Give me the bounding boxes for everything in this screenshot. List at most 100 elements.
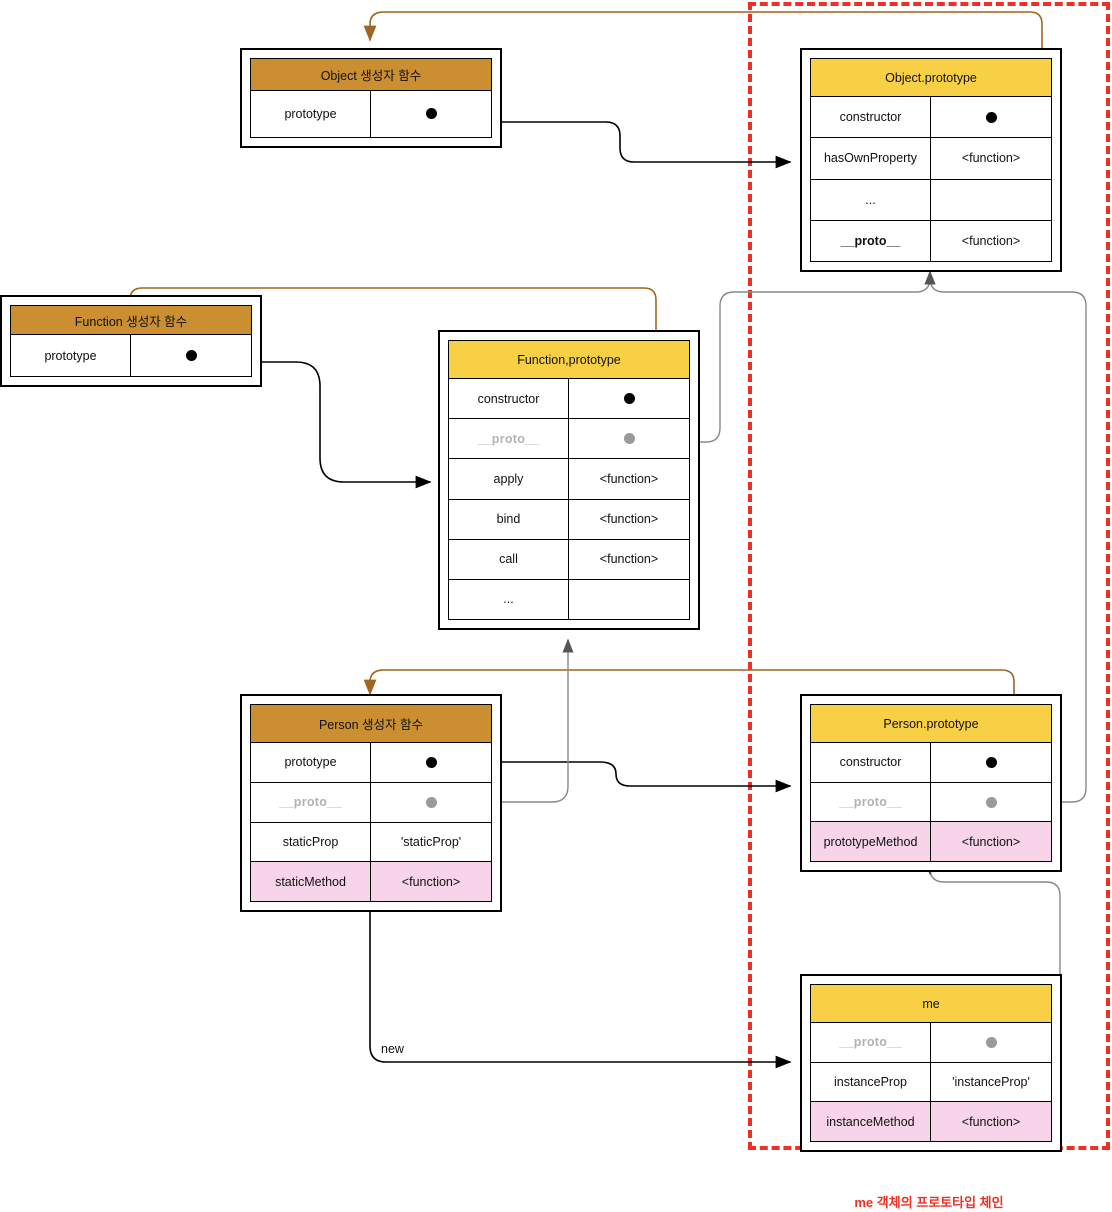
row-value (371, 91, 491, 137)
row-key: constructor (811, 743, 931, 782)
row-value (931, 743, 1051, 782)
object-constructor-title: Object 생성자 함수 (251, 59, 491, 91)
row-key: staticProp (251, 822, 371, 862)
table-row[interactable]: staticMethod <function> (251, 862, 491, 901)
gray-dot-icon (985, 1036, 997, 1048)
table-row[interactable]: __proto__ (251, 782, 491, 823)
table-row[interactable]: prototype (11, 335, 251, 376)
row-key: constructor (449, 379, 569, 419)
row-key: hasOwnProperty (811, 138, 931, 179)
table-row[interactable]: instanceProp 'instanceProp' (811, 1062, 1051, 1103)
table-row[interactable]: prototypeMethod <function> (811, 822, 1051, 862)
row-key: prototype (11, 335, 131, 376)
row-value: <function> (961, 834, 1021, 849)
row-value (931, 97, 1051, 137)
gray-dot-icon (425, 796, 437, 808)
row-value (569, 379, 689, 418)
row-key: staticMethod (251, 862, 371, 901)
row-value: <function> (961, 1114, 1021, 1129)
row-key: apply (449, 459, 569, 499)
row-key: prototype (251, 743, 371, 782)
black-dot-icon (623, 393, 635, 405)
person-constructor-title: Person 생성자 함수 (251, 705, 491, 743)
row-value: <function> (961, 233, 1021, 248)
box-object-constructor[interactable]: Object 생성자 함수 prototype (240, 48, 502, 148)
person-prototype-table: Person.prototype constructor __proto__ p… (810, 704, 1052, 862)
table-row[interactable]: __proto__ <function> (811, 220, 1051, 261)
box-person-constructor[interactable]: Person 생성자 함수 prototype __proto__ static… (240, 694, 502, 912)
row-key: __proto__ (811, 1023, 931, 1062)
object-prototype-title: Object.prototype (811, 59, 1051, 97)
black-dot-icon (425, 108, 437, 120)
box-person-prototype[interactable]: Person.prototype constructor __proto__ p… (800, 694, 1062, 872)
table-row[interactable]: constructor (449, 379, 689, 420)
object-prototype-table: Object.prototype constructor hasOwnPrope… (810, 58, 1052, 262)
me-instance-table: me __proto__ instanceProp 'instanceProp'… (810, 984, 1052, 1142)
row-key: instanceMethod (811, 1102, 931, 1142)
new-edge-label: new (378, 1042, 407, 1056)
box-me-instance[interactable]: me __proto__ instanceProp 'instanceProp'… (800, 974, 1062, 1152)
table-row[interactable]: instanceMethod <function> (811, 1102, 1051, 1142)
table-row[interactable]: staticProp 'staticProp' (251, 822, 491, 863)
gray-dot-icon (985, 796, 997, 808)
box-function-prototype[interactable]: Function,prototype constructor __proto__… (438, 330, 700, 630)
box-object-prototype[interactable]: Object.prototype constructor hasOwnPrope… (800, 48, 1062, 272)
person-prototype-title: Person.prototype (811, 705, 1051, 743)
row-key: __proto__ (251, 782, 371, 822)
row-key: prototypeMethod (811, 822, 931, 862)
table-row[interactable]: prototype (251, 743, 491, 783)
row-key: constructor (811, 97, 931, 138)
function-constructor-table: Function 생성자 함수 prototype (10, 305, 252, 377)
row-value (931, 180, 1051, 220)
table-row[interactable]: constructor (811, 97, 1051, 139)
row-value (931, 1023, 1051, 1062)
table-row[interactable]: __proto__ (811, 782, 1051, 823)
row-key: __proto__ (449, 419, 569, 459)
gray-dot-icon (623, 433, 635, 445)
black-dot-icon (185, 350, 197, 362)
table-row[interactable]: ... (449, 579, 689, 620)
row-key: bind (449, 499, 569, 539)
function-prototype-table: Function,prototype constructor __proto__… (448, 340, 690, 620)
row-value (931, 783, 1051, 822)
row-key: ... (449, 579, 569, 620)
row-value: <function> (599, 512, 659, 527)
row-value (371, 743, 491, 782)
table-row[interactable]: __proto__ (811, 1023, 1051, 1063)
row-value: <function> (599, 552, 659, 567)
row-key: __proto__ (811, 220, 931, 261)
row-key: call (449, 539, 569, 579)
row-value: <function> (961, 151, 1021, 166)
table-row[interactable]: call <function> (449, 539, 689, 580)
row-value (569, 419, 689, 458)
row-value (131, 335, 251, 376)
black-dot-icon (985, 756, 997, 768)
row-value: 'staticProp' (400, 834, 462, 849)
row-value: <function> (599, 471, 659, 486)
row-value (371, 783, 491, 822)
row-key: ... (811, 179, 931, 220)
table-row[interactable]: __proto__ (449, 419, 689, 460)
table-row[interactable]: hasOwnProperty <function> (811, 138, 1051, 180)
person-constructor-table: Person 생성자 함수 prototype __proto__ static… (250, 704, 492, 902)
row-value: <function> (401, 874, 461, 889)
table-row[interactable]: bind <function> (449, 499, 689, 540)
table-row[interactable]: ... (811, 179, 1051, 221)
row-key: __proto__ (811, 782, 931, 822)
row-value (569, 580, 689, 619)
box-function-constructor[interactable]: Function 생성자 함수 prototype (0, 295, 262, 387)
function-constructor-title: Function 생성자 함수 (11, 306, 251, 336)
table-row[interactable]: prototype (251, 90, 491, 137)
chain-caption: me 객체의 프로토타입 체인 (854, 1195, 1004, 1210)
row-value: 'instanceProp' (952, 1075, 1030, 1089)
function-prototype-title: Function,prototype (449, 341, 689, 379)
row-key: instanceProp (811, 1062, 931, 1102)
table-row[interactable]: constructor (811, 743, 1051, 783)
row-key: prototype (251, 90, 371, 137)
black-dot-icon (425, 756, 437, 768)
black-dot-icon (985, 111, 997, 123)
me-instance-title: me (811, 985, 1051, 1023)
object-constructor-table: Object 생성자 함수 prototype (250, 58, 492, 138)
table-row[interactable]: apply <function> (449, 459, 689, 500)
